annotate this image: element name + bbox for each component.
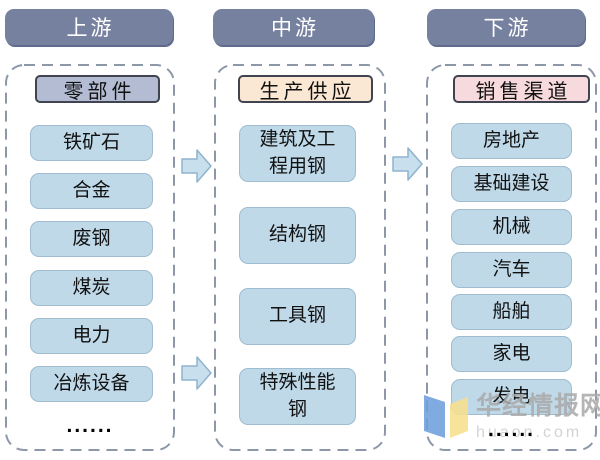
midstream-item: 工具钢 (239, 288, 356, 345)
downstream-item: 基础建设 (451, 166, 572, 202)
dashed-border (5, 64, 175, 451)
upstream-item: 铁矿石 (30, 125, 153, 161)
upstream-item: 电力 (30, 318, 153, 354)
flow-arrow-upstream-midstream-top (181, 149, 212, 183)
midstream-item: 建筑及工程用钢 (239, 125, 356, 182)
upstream-container: 零部件 铁矿石 合金 废钢 煤炭 电力 冶炼设备 ...... (5, 64, 175, 451)
huaon-logo-icon (424, 395, 468, 438)
dashed-border (426, 64, 597, 451)
downstream-item: 汽车 (451, 252, 572, 288)
flow-arrow-upstream-midstream-bottom (181, 356, 212, 390)
midstream-item: 结构钢 (239, 207, 356, 264)
downstream-item: 家电 (451, 336, 572, 372)
flow-arrow-midstream-downstream (392, 147, 423, 181)
watermark-text: 华经情报网 huaon.com (476, 392, 600, 442)
watermark: 华经情报网 huaon.com (423, 392, 600, 442)
stage-header-downstream: 下游 (427, 9, 585, 45)
midstream-item: 特殊性能钢 (239, 368, 356, 425)
downstream-item: 房地产 (451, 123, 572, 159)
category-title-upstream: 零部件 (35, 75, 160, 103)
downstream-item: 机械 (451, 209, 572, 245)
watermark-name: 华经情报网 (476, 393, 600, 420)
stage-header-upstream: 上游 (5, 9, 173, 45)
upstream-item: 冶炼设备 (30, 366, 153, 402)
watermark-domain: huaon.com (476, 424, 583, 441)
downstream-container: 销售渠道 房地产 基础建设 机械 汽车 船舶 家电 发电 ...... (426, 64, 597, 451)
category-title-midstream: 生产供应 (238, 75, 373, 103)
midstream-container: 生产供应 建筑及工程用钢 结构钢 工具钢 特殊性能钢 (214, 64, 386, 451)
upstream-item: 煤炭 (30, 270, 153, 306)
category-title-downstream: 销售渠道 (453, 75, 590, 103)
stage-header-midstream: 中游 (213, 9, 374, 45)
upstream-ellipsis: ...... (66, 414, 114, 437)
downstream-item: 发电 (451, 379, 572, 415)
upstream-item: 废钢 (30, 221, 153, 257)
downstream-item: 船舶 (451, 294, 572, 330)
upstream-item: 合金 (30, 173, 153, 209)
downstream-ellipsis: ...... (487, 418, 535, 441)
